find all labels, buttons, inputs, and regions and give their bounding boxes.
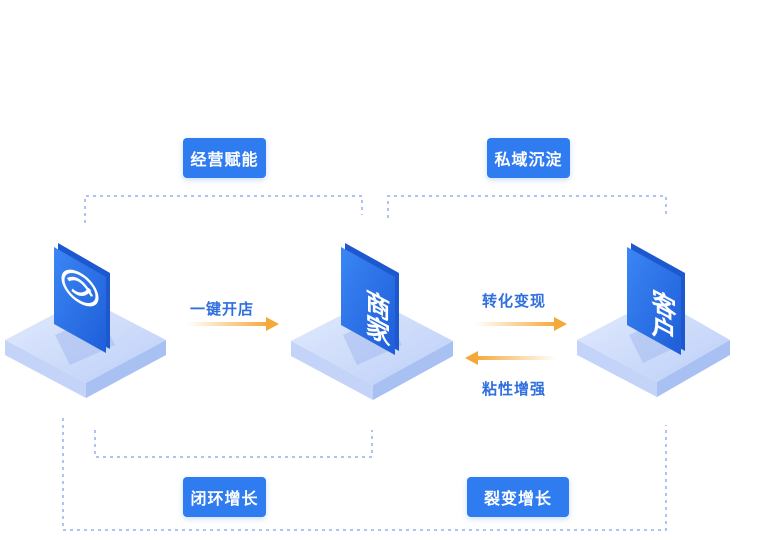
- tag-operation-empower: 经营赋能: [183, 138, 266, 178]
- tag-private-domain: 私域沉淀: [487, 138, 570, 178]
- arrow-right-icon: [476, 317, 567, 331]
- top-right-bracket: [387, 195, 667, 218]
- logo-icon: [61, 269, 99, 307]
- platform-customer: [577, 243, 730, 397]
- flow-stickiness-label: 粘性增强: [482, 380, 547, 398]
- platform-merchant: [291, 243, 453, 400]
- bottom-inner-bracket: [94, 430, 373, 458]
- platform-left: [5, 243, 166, 398]
- arrow-right-icon: [188, 317, 279, 331]
- flow-conversion-label: 转化变现: [482, 292, 547, 310]
- flow-open-store-label: 一键开店: [190, 300, 255, 318]
- bottom-outer-bracket: [62, 418, 667, 531]
- tag-fission-growth: 裂变增长: [467, 477, 569, 517]
- arrow-left-icon: [465, 351, 556, 365]
- tag-closed-loop-growth: 闭环增长: [183, 477, 266, 517]
